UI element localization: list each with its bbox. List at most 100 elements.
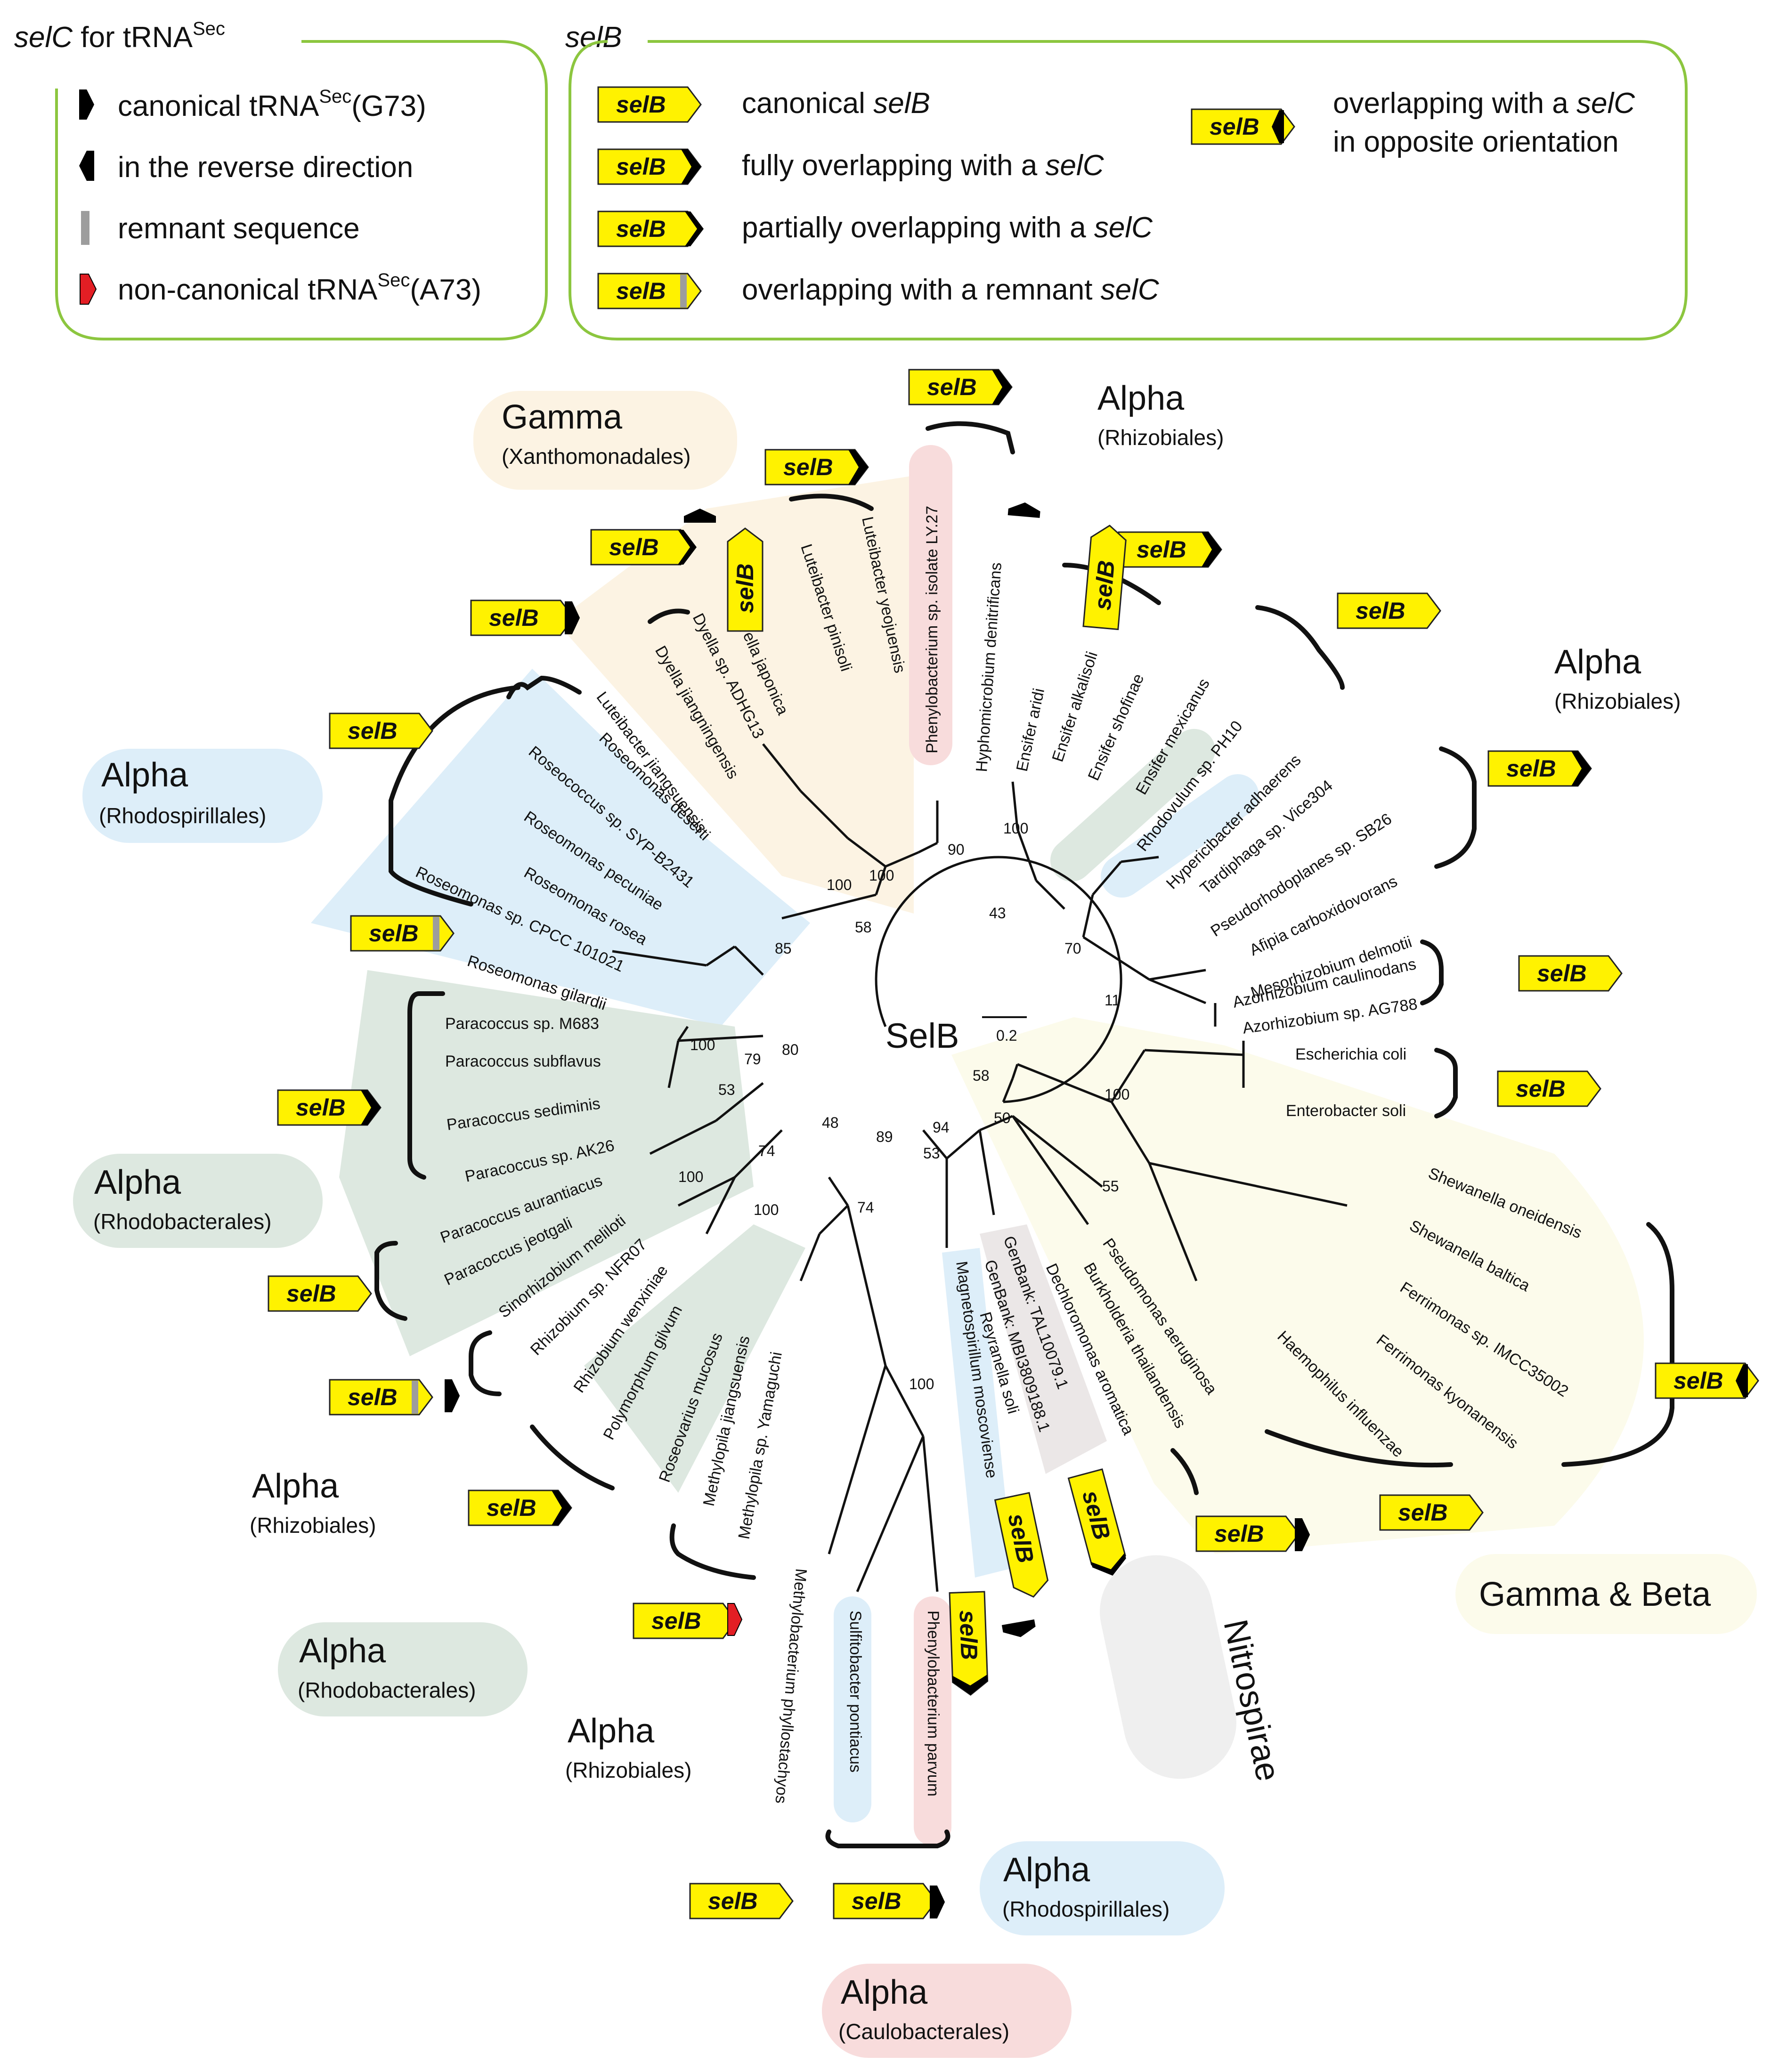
bootstrap-value: 74: [857, 1199, 874, 1216]
bg-rhodobacterales-left: [339, 970, 754, 1356]
bootstrap-value: 100: [869, 867, 894, 884]
selb-gene-marker: selB: [1655, 1362, 1759, 1399]
bootstrap-value: 85: [775, 940, 792, 957]
selb-gene-marker: selB: [1067, 1468, 1126, 1576]
selb-gene-marker: selB: [329, 1379, 433, 1416]
legend-remnant-overlap-selb-icon: selB: [597, 273, 702, 309]
clade-title-11: Gamma & Beta: [1479, 1576, 1711, 1613]
clade-sub-1: (Xanthomonadales): [502, 444, 690, 469]
clade-title-9: Alpha: [1003, 1851, 1090, 1889]
legend-opposite-overlap-selb-icon: selB: [1191, 108, 1295, 145]
legend-selb-frame: [569, 40, 1688, 340]
legend-full-overlap-selb-icon: selB: [597, 148, 702, 185]
selb-gene-label: selB: [732, 563, 758, 613]
pill-alpha-caulobacterales: [822, 1964, 1072, 2058]
taxon-label: Phenylobacterium sp. isolate LY.27: [923, 506, 941, 753]
selb-gene-marker: selB: [833, 1883, 937, 1919]
selb-gene-label: selB: [487, 1495, 536, 1521]
taxon-label: Ensifer alkalisoli: [1048, 649, 1101, 764]
brackets: [374, 421, 1674, 1848]
legend-selb-item-3: partially overlapping with a selC: [742, 211, 1153, 244]
taxon-label: Hyphomicrobium denitrificans: [973, 562, 1005, 773]
clade-sub-4: (Rhodospirillales): [99, 803, 266, 828]
bootstrap-value: 48: [822, 1114, 839, 1131]
selc-tag-icon: [1295, 1518, 1310, 1551]
selb-gene-label: selB: [369, 920, 419, 947]
selb-gene-label: selB: [489, 605, 539, 631]
selb-gene-marker: selB: [994, 1492, 1049, 1598]
clade-labels: Gamma (Xanthomonadales) Alpha (Rhizobial…: [73, 380, 1757, 2058]
taxon-label: Paracoccus sp. M683: [445, 1015, 599, 1033]
selb-gene-label: selB: [1398, 1499, 1448, 1526]
clade-title-8: Alpha: [568, 1712, 655, 1750]
legend-canonical-selb-icon: selB: [597, 86, 702, 123]
taxon-label: Phenylobacterium parvum: [924, 1611, 942, 1797]
clade-sub-5: (Rhodobacterales): [93, 1209, 271, 1234]
taxon-label: Paracoccus subflavus: [445, 1052, 601, 1070]
clade-backgrounds: [311, 445, 1644, 1846]
clade-sub-2: (Rhizobiales): [1097, 425, 1224, 450]
bootstrap-value: 100: [690, 1036, 715, 1053]
bootstrap-value: 74: [758, 1142, 775, 1159]
bootstrap-value: 55: [1102, 1178, 1119, 1195]
legend-partial-overlap-selb-icon: selB: [597, 210, 704, 247]
pill-alpha-rhodobacterales-left: [73, 1154, 323, 1248]
selb-gene-marker: selB: [689, 1883, 794, 1919]
selc-tag-icon: [565, 601, 580, 634]
clade-sub-3: (Rhizobiales): [1554, 689, 1681, 713]
selb-gene-marker: selB: [329, 712, 433, 749]
clade-sub-9: (Rhodospirillales): [1002, 1897, 1170, 1921]
selb-gene-label: selB: [1537, 960, 1587, 987]
selb-gene-marker: selB: [1497, 1070, 1601, 1107]
bootstrap-value: 100: [909, 1376, 934, 1392]
bootstrap-value: 100: [1105, 1086, 1129, 1103]
selb-gene-marker: selB: [1487, 750, 1592, 787]
bootstrap-value: 43: [989, 905, 1006, 922]
bg-xanthomonadales: [556, 476, 914, 914]
bootstrap-value: 100: [678, 1168, 703, 1185]
selb-gene-marker: selB: [590, 529, 697, 566]
bootstrap-value: 53: [923, 1145, 940, 1162]
bootstrap-value: 79: [744, 1051, 761, 1068]
legend-selc-item-3: remnant sequence: [118, 212, 360, 245]
selc-tag-icon: [445, 1379, 460, 1412]
bootstrap-value: 50: [994, 1109, 1011, 1126]
bg-genbank: [980, 1224, 1107, 1474]
selb-gene-marker: selB: [727, 527, 764, 632]
selb-gene-marker: selB: [1518, 955, 1623, 992]
selb-gene-label: selB: [954, 1610, 983, 1660]
bg-phenylobacterium-ly27: [909, 445, 952, 765]
bootstrap-value: 94: [933, 1119, 950, 1136]
legend-selc-item-1: canonical tRNASec(G73): [118, 86, 426, 122]
pill-alpha-rhodospirillales-left: [82, 749, 323, 843]
bootstrap-value: 100: [754, 1201, 779, 1218]
legend-selc-item-2: in the reverse direction: [118, 151, 413, 184]
selb-gene-label: selB: [616, 154, 666, 180]
selb-gene-label: selB: [783, 454, 833, 480]
clade-title-2: Alpha: [1097, 380, 1185, 417]
legend-selb-item-5-line2: in opposite orientation: [1333, 126, 1619, 158]
bootstrap-value: 80: [782, 1041, 799, 1058]
gene-markers: selB selB selB selB selB selB selB selB selB selB…: [268, 369, 1759, 1919]
selb-gene-label: selB: [348, 1384, 398, 1410]
selb-gene-marker: selB: [764, 449, 869, 486]
bg-gamma-beta: [951, 1017, 1644, 1554]
bootstrap-value: 11: [1105, 992, 1120, 1009]
legend-selb-title: selB: [565, 21, 622, 54]
selb-gene-label: selB: [1506, 755, 1556, 782]
taxon-label: Ensifer aridi: [1013, 687, 1048, 773]
selb-gene-label: selB: [609, 534, 659, 560]
pill-nitrospirae: [1100, 1555, 1236, 1779]
selc-reverse-tag-icon: [1007, 502, 1040, 518]
selb-gene-marker: selB: [1379, 1494, 1484, 1531]
legend-selc-title: selC for tRNASec: [14, 18, 225, 54]
selb-gene-label: selB: [296, 1094, 346, 1121]
legend-selc-item-4: non-canonical tRNASec(A73): [118, 270, 481, 306]
pill-gamma-beta: [1455, 1554, 1757, 1634]
selb-gene-label: selB: [1214, 1521, 1264, 1547]
bootstrap-values: 100 90 100 58 43 100 70 11 85 80 79 100 …: [678, 820, 1129, 1392]
clade-title-6: Alpha: [252, 1467, 339, 1505]
tree-branches: [612, 743, 1348, 1592]
clade-sub-8: (Rhizobiales): [565, 1758, 691, 1782]
